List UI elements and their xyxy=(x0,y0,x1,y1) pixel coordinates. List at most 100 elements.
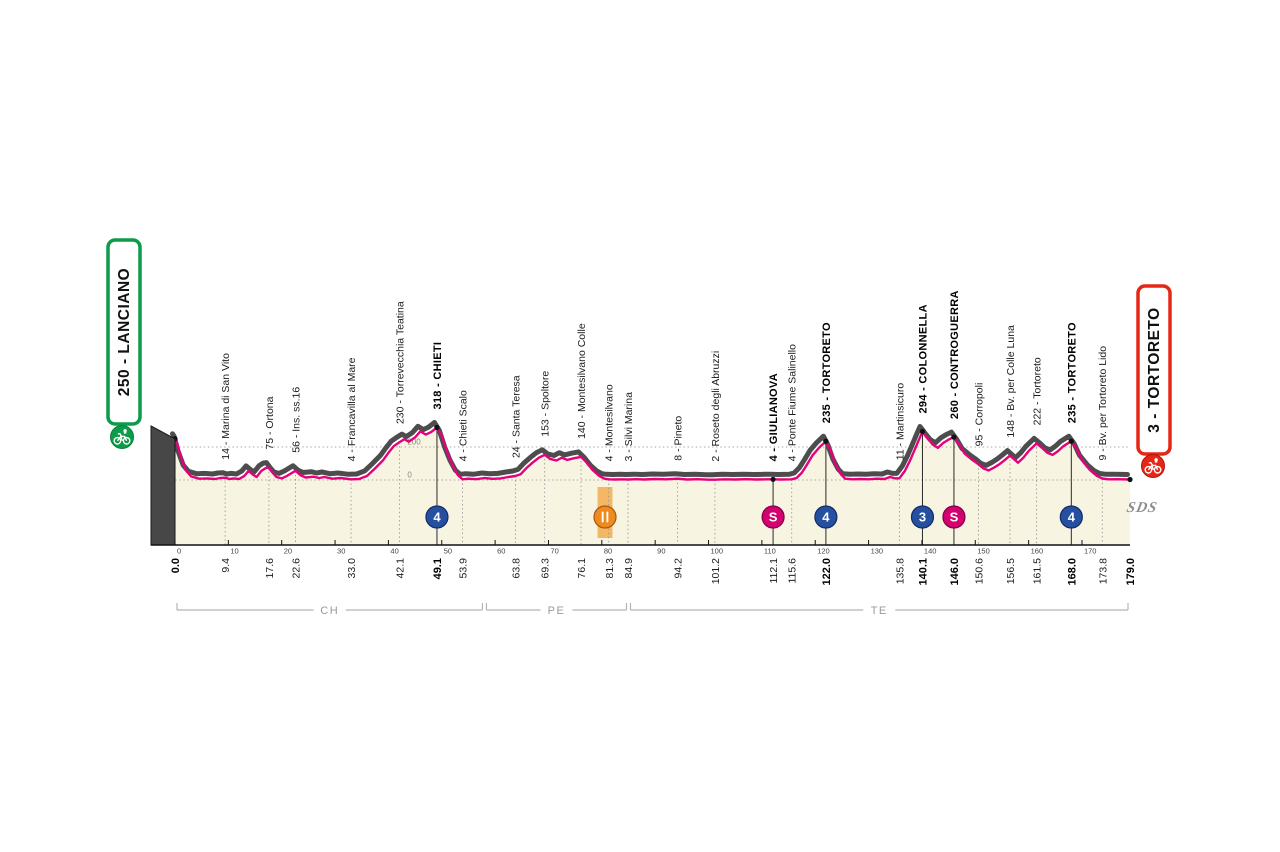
waypoint-name-label: 9 - Bv. per Tortoreto Lido xyxy=(1097,346,1109,461)
km-tick-label: 30 xyxy=(337,547,345,556)
province-label: PE xyxy=(548,605,566,617)
finish-label-box xyxy=(1136,284,1172,456)
feed-fork-icon xyxy=(593,505,617,529)
waypoint-name-label: 24 - Santa Teresa xyxy=(510,375,522,458)
km-tick-label: 20 xyxy=(284,547,292,556)
waypoint-dot xyxy=(951,434,957,440)
km-distance-label: 150.6 xyxy=(973,558,985,584)
waypoint-dot xyxy=(770,476,776,482)
waypoint-name-label: 3 - Silvi Marina xyxy=(623,392,635,462)
km-distance-label: 112.1 xyxy=(768,558,780,584)
waypoint-dot xyxy=(1127,476,1133,483)
km-tick-label: 130 xyxy=(871,547,884,556)
waypoint-name-label: 95 - Corropoli xyxy=(973,383,985,447)
profile-fill-area xyxy=(175,427,1130,545)
start-label: 250 - LANCIANO xyxy=(116,268,133,396)
waypoint-name-label: 4 - Ponte Fiume Salinello xyxy=(787,344,799,461)
km-tick-label: 110 xyxy=(764,547,776,556)
km-distance-label: 22.6 xyxy=(291,558,303,579)
province-label: CH xyxy=(320,605,339,617)
km-distance-label: 33.0 xyxy=(346,558,358,579)
km-distance-label: 0.0 xyxy=(170,558,182,573)
km-distance-label: 53.9 xyxy=(458,558,470,579)
waypoint-name-label: 4 - Montesilvano xyxy=(604,384,616,461)
marker-label: S xyxy=(950,510,959,525)
km-tick-label: 100 xyxy=(711,547,724,556)
waypoint-name-label: 260 - CONTROGUERRA xyxy=(949,290,961,419)
marker-label: S xyxy=(769,510,778,525)
start-wall xyxy=(150,425,176,546)
profile-line xyxy=(174,426,1131,481)
sprint-marker: S xyxy=(942,505,966,529)
km-tick-label: 140 xyxy=(924,547,937,556)
waypoint-name-label: 235 - TORTORETO xyxy=(821,322,833,423)
gpm-category-marker: 4 xyxy=(1059,505,1083,529)
waypoint-dot xyxy=(823,438,829,444)
km-distance-label: 173.8 xyxy=(1097,558,1109,584)
waypoint-name-label: 294 - COLONNELLA xyxy=(917,304,929,413)
km-distance-label: 42.1 xyxy=(395,558,407,579)
province-label: TE xyxy=(871,605,888,617)
start-card: 250 - LANCIANO xyxy=(106,238,142,449)
km-tick-label: 150 xyxy=(977,547,990,556)
km-distance-label: 84.9 xyxy=(623,558,635,579)
finish-card: 3 - TORTORETO xyxy=(1136,284,1172,478)
waypoint-name-label: 4 - Chieti Scalo xyxy=(458,390,470,461)
feed-zone-marker xyxy=(593,505,617,529)
km-tick-label: 0 xyxy=(177,547,181,556)
waypoint-name-label: 222 - Tortoreto xyxy=(1032,357,1044,425)
km-distance-label: 156.5 xyxy=(1005,558,1017,584)
gpm-category-marker: 4 xyxy=(425,505,449,529)
km-distance-label: 94.2 xyxy=(673,558,685,579)
km-tick-label: 80 xyxy=(604,547,612,556)
km-distance-label: 115.6 xyxy=(787,558,799,584)
marker-label: 4 xyxy=(822,510,830,525)
waypoint-name-label: 140 - Montesilvano Colle xyxy=(576,323,588,439)
km-distance-label: 81.3 xyxy=(604,558,616,579)
waypoint-name-label: 318 - CHIETI xyxy=(432,342,444,410)
km-tick-label: 120 xyxy=(817,547,830,556)
km-distance-label: 122.0 xyxy=(821,558,833,586)
km-distance-label: 168.0 xyxy=(1066,558,1078,586)
km-distance-label: 101.2 xyxy=(710,558,722,584)
marker-label: 3 xyxy=(919,510,926,525)
km-tick-label: 10 xyxy=(230,547,238,556)
waypoint-name-label: 8 - Pineto xyxy=(673,416,685,461)
gpm-category-marker: 4 xyxy=(814,505,838,529)
sds-logo: SDS xyxy=(1125,499,1159,516)
km-tick-label: 50 xyxy=(444,547,452,556)
km-tick-label: 170 xyxy=(1084,547,1097,556)
km-distance-label: 179.0 xyxy=(1125,558,1137,586)
km-distance-label: 146.0 xyxy=(949,558,961,586)
waypoint-dot xyxy=(434,424,440,431)
waypoint-dot xyxy=(1068,438,1074,444)
waypoint-name-label: 235 - TORTORETO xyxy=(1066,322,1078,423)
marker-label: 4 xyxy=(1068,510,1076,525)
waypoint-name-label: 75 - Ortona xyxy=(264,396,276,449)
km-tick-label: 160 xyxy=(1031,547,1044,556)
waypoint-name-label: 4 - Francavilla al Mare xyxy=(346,357,358,461)
waypoint-name-label: 11 - Martinsicuro xyxy=(895,383,907,461)
gpm-category-marker: 3 xyxy=(910,505,935,529)
waypoint-name-label: 14 - Marina di San Vito xyxy=(220,353,232,460)
waypoint-name-label: 230 - Torrevecchia Teatina xyxy=(395,301,407,424)
elevation-gridline-label: 0 xyxy=(407,471,412,480)
waypoint-name-label: 148 - Bv. per Colle Luna xyxy=(1005,325,1017,438)
sprint-marker: S xyxy=(761,505,785,529)
finish-cyclist-icon xyxy=(1141,454,1165,478)
km-distance-label: 76.1 xyxy=(576,558,588,579)
km-distance-label: 63.8 xyxy=(510,558,522,579)
km-distance-label: 49.1 xyxy=(432,558,444,579)
waypoint-name-label: 153 - Spoltore xyxy=(540,371,552,437)
km-tick-label: 40 xyxy=(390,547,398,556)
km-tick-label: 90 xyxy=(657,547,665,556)
elevation-gridline-label: 200 xyxy=(407,438,421,447)
km-tick-label: 70 xyxy=(550,547,558,556)
km-distance-label: 135.8 xyxy=(895,558,907,584)
km-distance-label: 161.5 xyxy=(1032,558,1044,584)
profile-outline xyxy=(170,420,1130,478)
start-label-box xyxy=(106,238,142,426)
